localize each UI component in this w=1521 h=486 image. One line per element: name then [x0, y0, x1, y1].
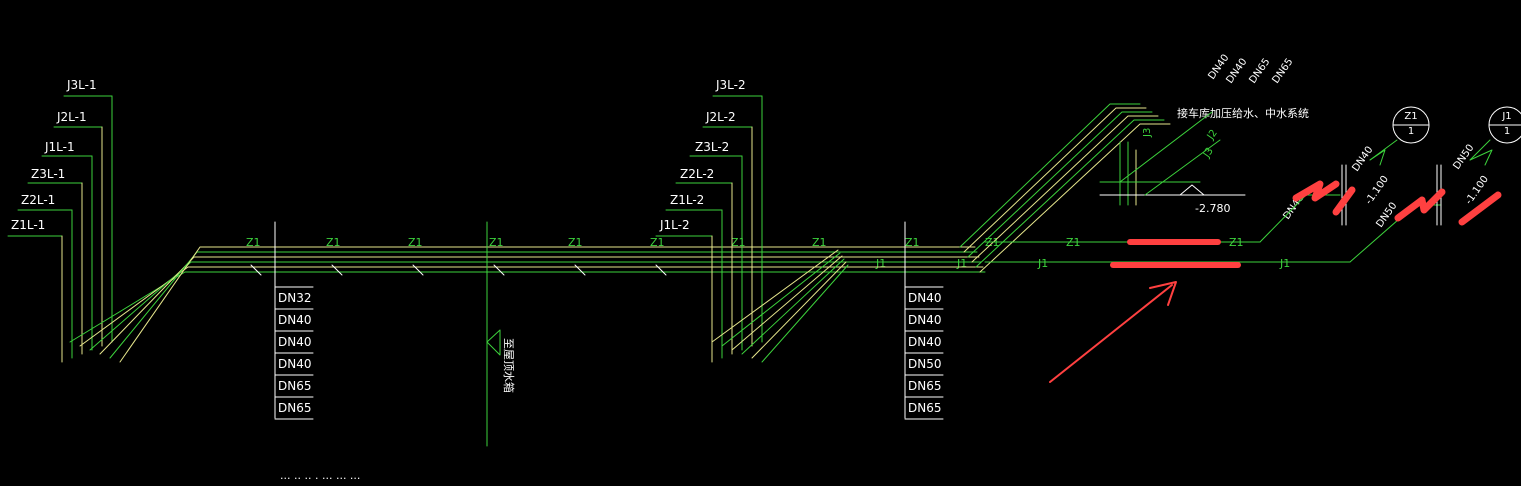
size-cell: DN65	[278, 379, 312, 393]
pipe-label-z1: Z1	[489, 236, 504, 249]
annotation-zigzag	[1292, 180, 1340, 202]
pipe-label-z1: Z1	[408, 236, 423, 249]
annotation-arrowhead	[1149, 281, 1177, 306]
pipe-label-z1: Z1	[905, 236, 920, 249]
pipe-line	[119, 246, 976, 363]
pipe-line	[1144, 139, 1221, 196]
pipe-line	[1369, 149, 1386, 166]
pipe-line	[89, 261, 982, 351]
pipe-line	[721, 252, 841, 347]
size-cell: DN50	[908, 357, 942, 371]
pipe-line	[1349, 204, 1441, 263]
end-level: -1.100	[1363, 174, 1391, 207]
pipe-line	[1469, 149, 1493, 166]
pipe-label-z1: Z1	[246, 236, 261, 249]
size-cell: DN65	[908, 379, 942, 393]
pipe-line	[711, 249, 839, 343]
valve-mark	[574, 264, 586, 276]
pipe-line	[1469, 139, 1491, 161]
marker-z1-bottom: 1	[1408, 126, 1414, 137]
branch-size: DN65	[1247, 57, 1272, 86]
riser-label-z3l-1: Z3L-1	[31, 167, 65, 181]
bottom-partial-text: ··· ·· ·· · ··· ··· ···	[280, 472, 360, 485]
pipe-line	[967, 111, 1153, 258]
branch-note: 接车库加压给水、中水系统	[1177, 106, 1309, 120]
riser-label-j3l-2: J3L-2	[715, 78, 746, 92]
pipe-line	[741, 258, 845, 355]
riser-label-z1l-2: Z1L-2	[670, 193, 704, 207]
annotation-zigzag	[1332, 186, 1356, 216]
pipe-line	[1119, 111, 1213, 183]
riser-label-j3l-1: J3L-1	[66, 78, 97, 92]
pipe-geometry	[7, 95, 1521, 447]
branch-size: DN65	[1270, 57, 1295, 86]
branch-level: -2.780	[1195, 202, 1230, 215]
riser-label-z1l-1: Z1L-1	[11, 218, 45, 232]
pipe-label-j1: J1	[1037, 257, 1048, 270]
size-cell: DN40	[278, 313, 312, 327]
pipe-line	[109, 251, 978, 359]
pipe-line	[731, 255, 843, 351]
end-size-dn50-lower: DN50	[1374, 201, 1399, 230]
size-cell: DN65	[278, 401, 312, 415]
pipe-line	[963, 107, 1147, 253]
valve-mark	[655, 264, 667, 276]
pipe-line	[761, 264, 849, 363]
vertical-note: 至屋顶水箱	[502, 338, 516, 393]
pipe-label-z1: Z1	[812, 236, 827, 249]
pipe-line	[971, 115, 1159, 263]
annotation-zigzag	[1458, 191, 1502, 226]
valve-mark	[331, 264, 343, 276]
riser-label-z2l-1: Z2L-1	[21, 193, 55, 207]
riser-label-j1l-1: J1L-1	[44, 140, 75, 154]
riser-label-j1l-2: J1L-2	[659, 218, 690, 232]
riser-label-j2l-2: J2L-2	[705, 110, 736, 124]
size-cell: DN40	[278, 357, 312, 371]
pipe-label-j2: J2	[1205, 128, 1220, 143]
pipe-line	[975, 119, 1165, 268]
size-cell: DN40	[908, 335, 942, 349]
size-cell: DN40	[278, 335, 312, 349]
riser-label-z3l-2: Z3L-2	[695, 140, 729, 154]
pipe-label-j3: J3	[1142, 128, 1153, 138]
pipe-label-z1: Z1	[568, 236, 583, 249]
pipe-line	[959, 103, 1141, 248]
pipe-line	[69, 271, 986, 343]
marker-j1-bottom: 1	[1504, 126, 1510, 137]
size-cell: DN40	[908, 313, 942, 327]
riser-label-j2l-1: J2L-1	[56, 110, 87, 124]
annotation-arrow	[1049, 284, 1173, 383]
size-cell: DN65	[908, 401, 942, 415]
riser-label-z2l-2: Z2L-2	[680, 167, 714, 181]
annotation-zigzag	[1394, 188, 1446, 222]
pipe-label-j1: J1	[875, 257, 886, 270]
marker-j1-top: J1	[1501, 111, 1511, 122]
size-cell: DN32	[278, 291, 312, 305]
size-cell: DN40	[908, 291, 942, 305]
valve-mark	[412, 264, 424, 276]
valve-mark	[493, 264, 505, 276]
pipe-line	[79, 266, 984, 347]
pipe-line	[751, 261, 847, 359]
flow-arrow	[486, 329, 501, 356]
pipe-label-z1: Z1	[326, 236, 341, 249]
pipe-label-z1: Z1	[650, 236, 665, 249]
pipe-label-j1: J1	[1279, 257, 1290, 270]
pipe-line	[979, 123, 1171, 273]
level-mark	[1179, 184, 1205, 196]
valve-mark	[250, 264, 262, 276]
marker-z1-top: Z1	[1404, 111, 1417, 122]
pipe-line	[99, 256, 980, 355]
pipe-label-j1: J1	[956, 257, 967, 270]
